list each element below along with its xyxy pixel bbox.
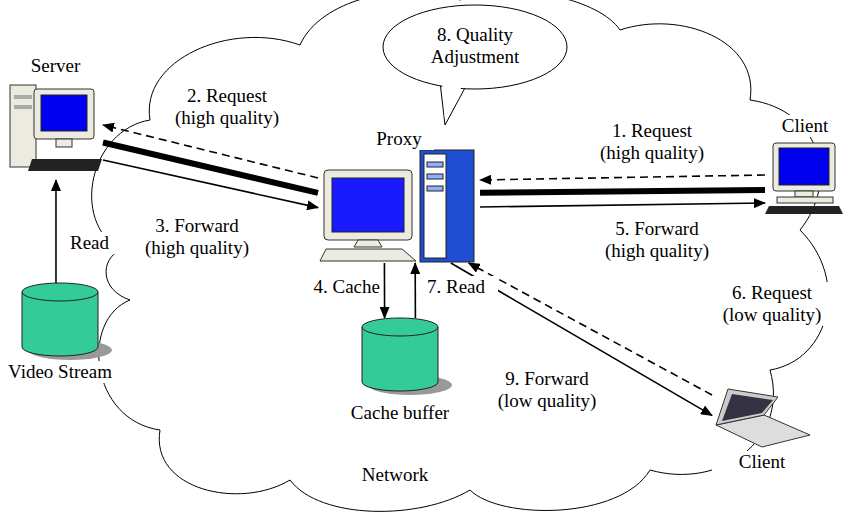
edge-label: 9. Forward (low quality) xyxy=(491,368,604,412)
forward-arrow xyxy=(480,203,765,207)
request-arrow xyxy=(480,175,765,180)
icon-group xyxy=(765,143,843,214)
node-label: Cache buffer xyxy=(345,402,455,424)
node-label: Server xyxy=(8,55,103,77)
node-label: Video Stream xyxy=(4,361,116,383)
speech-bubble: 8. Quality Adjustment xyxy=(380,2,570,127)
forward-arrow xyxy=(384,263,386,318)
icon-group xyxy=(383,5,567,125)
edge-label: Read xyxy=(68,232,122,254)
tower-case xyxy=(420,150,474,262)
server-computer: Server xyxy=(8,55,103,180)
laptop-lid xyxy=(716,389,778,425)
storage-cylinder: Cache buffer xyxy=(345,318,455,433)
monitor-frame xyxy=(773,143,835,191)
desktop-base xyxy=(777,197,833,203)
cylinder-body xyxy=(362,327,438,391)
icon-group xyxy=(716,389,810,447)
icon-group xyxy=(320,150,474,262)
monitor-stand xyxy=(354,240,382,247)
bubble-text: 8. Quality Adjustment xyxy=(395,24,555,68)
drive-slot xyxy=(14,105,32,109)
node-label: Client xyxy=(765,115,845,137)
monitor-stand xyxy=(56,139,72,147)
tower-case xyxy=(10,85,36,167)
proxy-computer: Proxy xyxy=(318,128,480,263)
connectors xyxy=(56,125,765,415)
icon-group xyxy=(362,318,452,395)
edge-label: 6. Request (low quality) xyxy=(716,282,829,326)
monitor-frame xyxy=(34,89,94,139)
client-computer: Client xyxy=(765,115,845,215)
drive-slot xyxy=(427,162,443,167)
keyboard xyxy=(320,249,416,261)
drive-slot xyxy=(427,186,443,191)
bubble-outline xyxy=(383,5,567,89)
cylinder-top xyxy=(22,283,98,301)
forward-arrow xyxy=(103,160,318,208)
icon-group xyxy=(10,85,102,171)
stream-link xyxy=(480,190,765,193)
monitor-screen xyxy=(332,178,404,232)
monitor-screen xyxy=(41,95,87,131)
edge-label: 3. Forward (high quality) xyxy=(138,215,256,259)
tower-front xyxy=(424,154,446,258)
storage-cylinder: Video Stream xyxy=(4,283,116,393)
region-label: Network xyxy=(357,464,434,486)
keyboard xyxy=(765,206,843,214)
bubble-seam-cover xyxy=(442,80,463,120)
edge-label: 2. Request (high quality) xyxy=(168,85,286,129)
drive-slot xyxy=(14,95,32,99)
client-laptop: Client xyxy=(712,385,812,480)
drive-slot xyxy=(427,174,443,179)
network-cloud xyxy=(92,0,829,511)
forward-arrow xyxy=(55,180,57,283)
laptop-screen xyxy=(722,394,773,421)
node-label: Proxy xyxy=(364,128,434,150)
icon-group xyxy=(22,283,112,360)
monitor-frame xyxy=(324,170,412,240)
keyboard xyxy=(28,159,102,171)
edge-label: 7. Read xyxy=(425,276,498,298)
cylinder-top xyxy=(362,318,438,336)
monitor-screen xyxy=(779,148,829,185)
forward-arrow xyxy=(414,263,416,318)
edge-label: 1. Request (high quality) xyxy=(593,120,711,164)
monitor-stand xyxy=(795,191,813,197)
node-label: Client xyxy=(712,451,812,473)
cylinder-body xyxy=(22,292,98,356)
edge-label: 5. Forward (high quality) xyxy=(598,218,716,262)
edge-label: 4. Cache xyxy=(301,276,382,298)
